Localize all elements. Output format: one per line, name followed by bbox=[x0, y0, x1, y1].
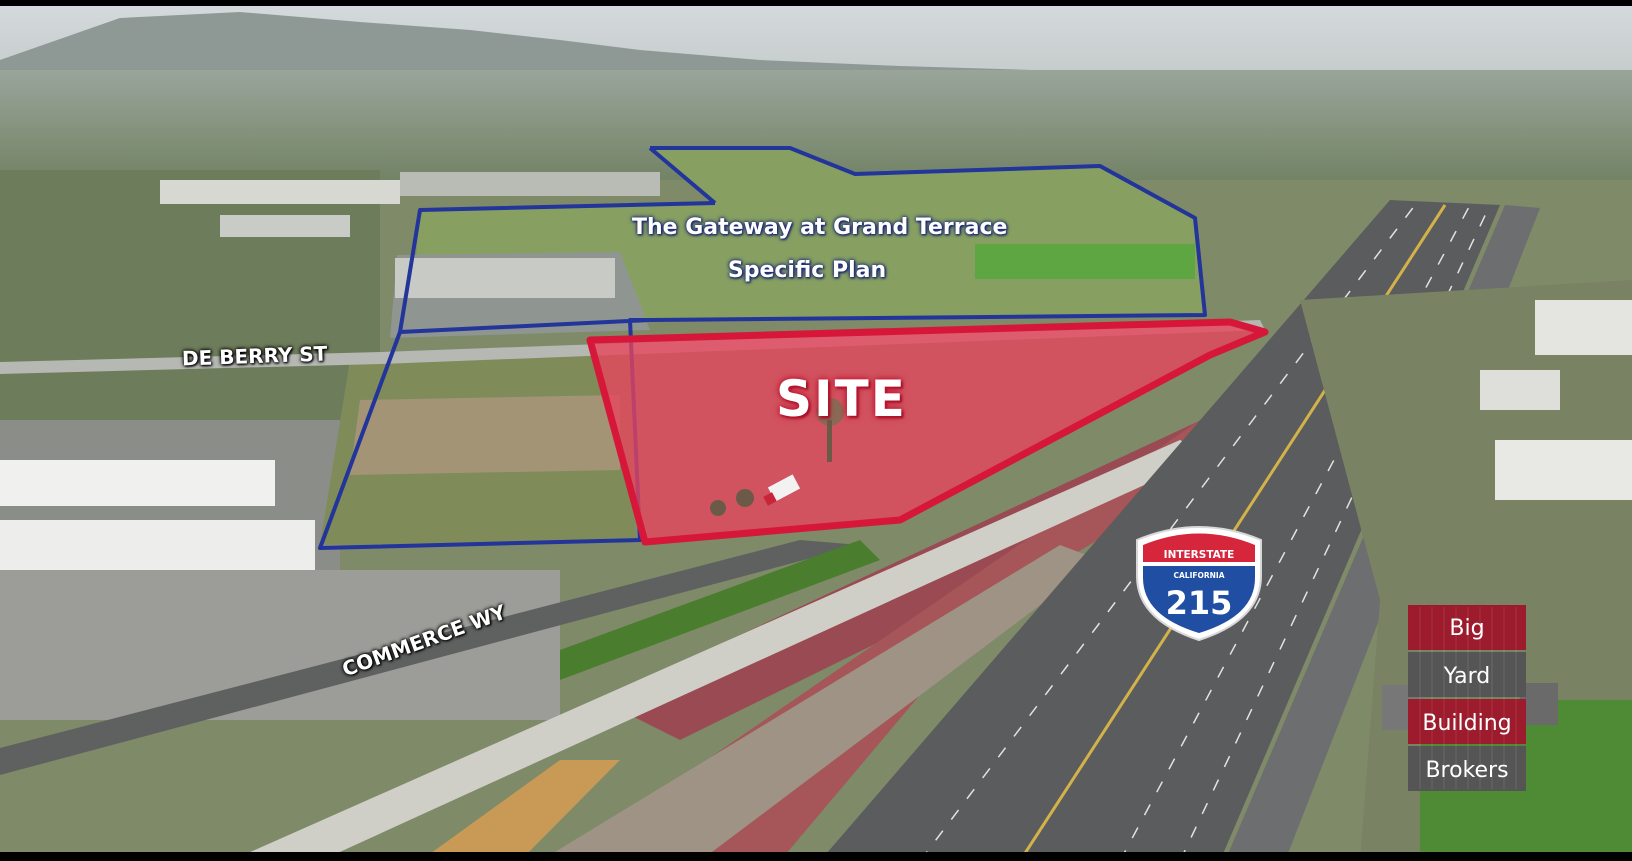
logo-text-brokers: Brokers bbox=[1425, 758, 1508, 783]
commercial-roof bbox=[1480, 370, 1560, 410]
sand-patch bbox=[420, 760, 620, 861]
shield-route-number: 215 bbox=[1166, 584, 1233, 622]
gateway-specific-plan-outline bbox=[648, 146, 717, 205]
site-trees bbox=[710, 398, 844, 516]
logo-container-big bbox=[1408, 605, 1526, 650]
warehouse-roof bbox=[160, 180, 400, 204]
shield-state-text: CALIFORNIA bbox=[1173, 571, 1224, 580]
lane-marking bbox=[1119, 204, 1471, 861]
warehouse-roof bbox=[220, 215, 350, 237]
shield-top-text: INTERSTATE bbox=[1164, 549, 1235, 561]
logo-container-building bbox=[1408, 699, 1526, 744]
industrial-building-roof bbox=[0, 460, 275, 506]
frontage-path bbox=[230, 440, 1210, 861]
dirt-field bbox=[350, 395, 620, 475]
logo-text-yard: Yard bbox=[1443, 664, 1491, 689]
gravel-median bbox=[540, 545, 1100, 861]
commercial-roof bbox=[1535, 300, 1632, 355]
commerce-way bbox=[0, 540, 860, 775]
logo-side-block bbox=[1520, 683, 1558, 725]
storage-roof bbox=[395, 258, 615, 298]
big-yard-building-brokers-logo: Big Yard Building Brokers bbox=[1382, 605, 1558, 791]
logo-text-big: Big bbox=[1449, 616, 1484, 641]
logo-text-building: Building bbox=[1422, 711, 1511, 736]
truck-cab bbox=[763, 492, 777, 506]
left-neighborhood bbox=[0, 170, 380, 430]
interstate-215-shield: INTERSTATE CALIFORNIA 215 bbox=[1136, 526, 1262, 642]
frame-bottom bbox=[0, 852, 1632, 861]
logo-container-yard bbox=[1408, 652, 1526, 697]
green-field bbox=[975, 244, 1195, 279]
site-parcel bbox=[586, 318, 1269, 546]
commercial-roof bbox=[1495, 440, 1632, 500]
frame-top bbox=[0, 0, 1632, 6]
logo-container-brokers bbox=[1408, 746, 1526, 791]
warehouse-roof bbox=[400, 172, 660, 196]
industrial-building-roof bbox=[0, 520, 315, 570]
semi-trailer bbox=[767, 474, 801, 502]
roadside-vegetation bbox=[560, 540, 880, 680]
